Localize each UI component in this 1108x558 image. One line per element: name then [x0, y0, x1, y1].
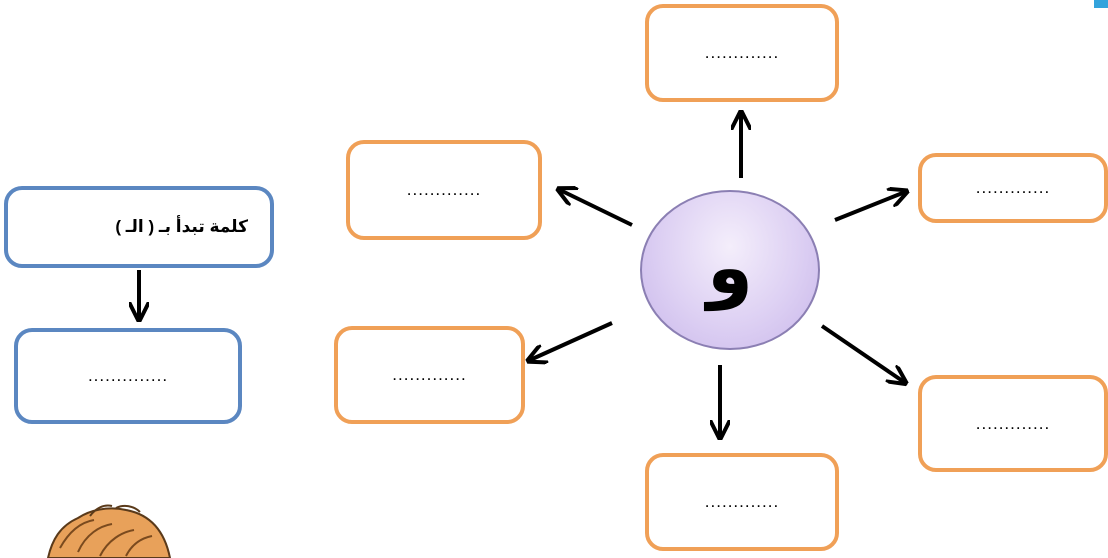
answer-box-bottom[interactable]: ............. [645, 453, 839, 551]
side-task-answer-box[interactable]: .............. [14, 328, 242, 424]
answer-blank-upper-left: ............. [406, 180, 482, 199]
side-task-answer-blank: .............. [87, 366, 169, 385]
answer-box-lower-left[interactable]: ............. [334, 326, 525, 424]
arrow-to-upper-right [834, 192, 905, 222]
cartoon-character-icon [46, 504, 172, 558]
corner-accent-tab [1094, 0, 1108, 8]
answer-blank-lower-left: ............. [392, 365, 467, 384]
answer-box-lower-right[interactable]: ............. [918, 375, 1108, 472]
arrow-to-lower-left [530, 321, 613, 360]
center-letter-circle: و [640, 190, 820, 350]
answer-blank-upper-right: ............. [975, 178, 1051, 197]
answer-blank-lower-right: ............. [975, 413, 1051, 433]
arrow-to-upper-left [560, 190, 633, 227]
answer-box-upper-left[interactable]: ............. [346, 140, 542, 240]
answer-box-top[interactable]: ............. [645, 4, 839, 102]
arrow-to-lower-right [820, 324, 904, 382]
side-task-title-box: كلمة تبدأ بـ ( الـ ) [4, 186, 274, 268]
answer-box-upper-right[interactable]: ............. [918, 153, 1108, 223]
side-task-title: كلمة تبدأ بـ ( الـ ) [115, 217, 248, 236]
answer-blank-top: ............. [704, 43, 780, 62]
answer-blank-bottom: ............. [704, 492, 780, 511]
center-letter: و [707, 225, 753, 311]
